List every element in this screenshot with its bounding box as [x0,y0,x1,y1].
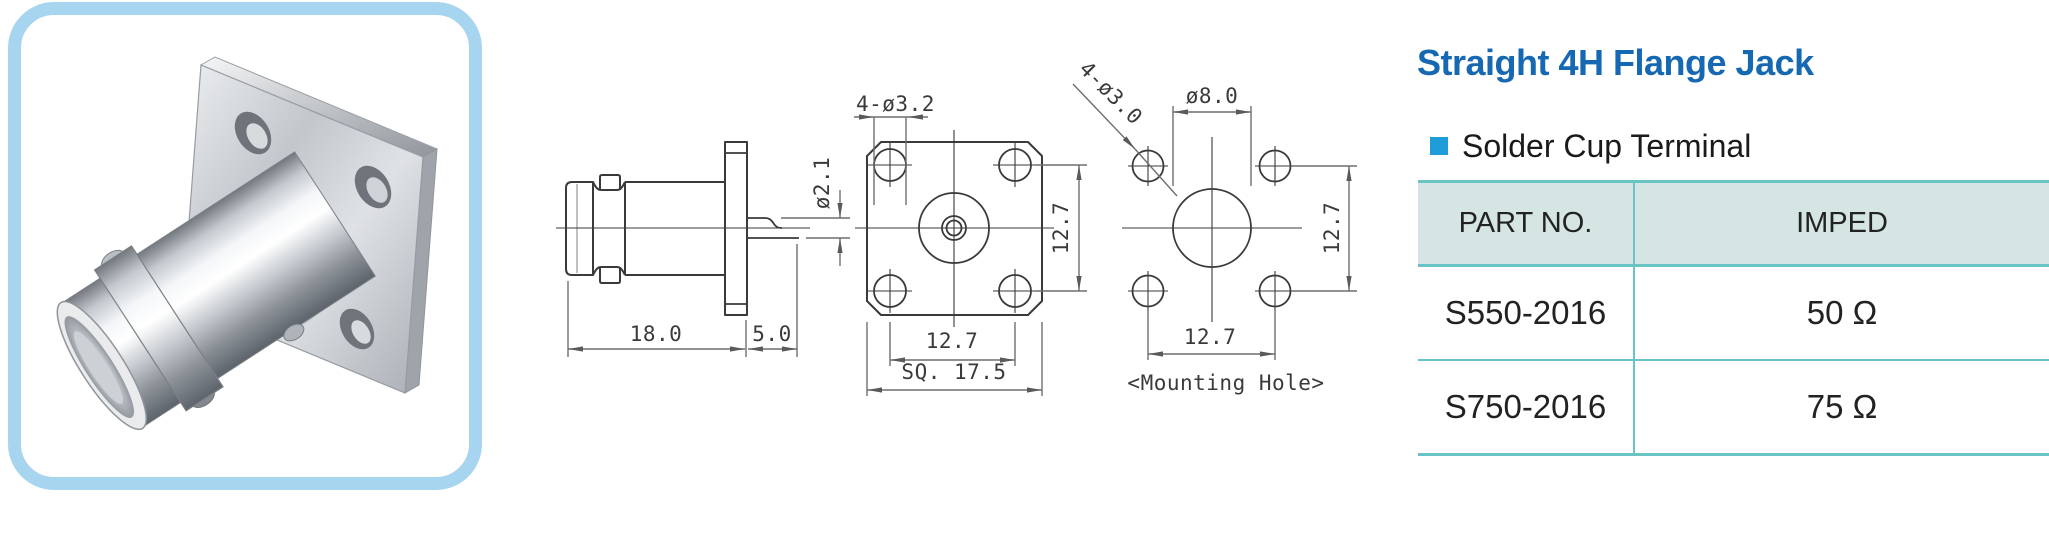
product-photo-box [8,2,482,490]
dim-terminal-length: 5.0 [752,322,791,346]
mounting-hole-caption: <Mounting Hole> [1127,371,1324,395]
dim-pitch-vertical: 12.7 [1049,202,1073,255]
dim-pin-diameter: ø2.1 [810,157,834,210]
bayonet-lug-bottom [599,267,621,284]
col-header-imped: IMPED [1635,183,2049,267]
dim-mount-corner-holes: 4-ø3.0 [1074,57,1147,130]
part-no-cell: S750-2016 [1418,361,1635,456]
part-no-cell: S550-2016 [1418,267,1635,361]
dim-flange-square: SQ. 17.5 [901,360,1006,384]
page-title: Straight 4H Flange Jack [1417,42,1814,83]
flange-front [866,141,1043,316]
center-boss [918,192,990,264]
bayonet-collar [93,245,224,412]
mounting-hole-view: 4-ø3.0 ø8.0 12.7 12.7 <Mounting Hole> [1072,57,1357,395]
feature-line: Solder Cup Terminal [1430,128,1751,164]
connector-barrel [56,151,376,431]
panel-corner-holes [1128,146,1295,311]
col-header-part-no: PART NO. [1418,183,1635,267]
bullet-square-icon [1430,137,1448,155]
front-view: 4-ø3.2 12.7 12.7 SQ. 17.5 [854,92,1087,396]
product-photo [56,56,439,431]
bayonet-lug-top [599,174,621,190]
dim-pitch-horizontal: 12.7 [926,329,979,353]
spec-table: PART NO. IMPED S550-2016 50 Ω S750-2016 … [1418,180,2049,456]
socket-outer [941,215,967,241]
impedance-cell: 50 Ω [1635,267,2049,361]
dim-mount-pitch-vertical: 12.7 [1320,202,1344,255]
dim-body-length: 18.0 [630,322,683,346]
socket-inner [945,219,963,237]
dim-mount-pitch-horizontal: 12.7 [1184,325,1237,349]
feature-label: Solder Cup Terminal [1462,127,1752,164]
side-view: 18.0 5.0 ø2.1 [556,141,850,357]
dim-corner-holes: 4-ø3.2 [856,92,935,116]
dim-center-hole-diameter: ø8.0 [1186,84,1239,108]
set-screw [283,323,305,342]
impedance-cell: 75 Ω [1635,361,2049,456]
